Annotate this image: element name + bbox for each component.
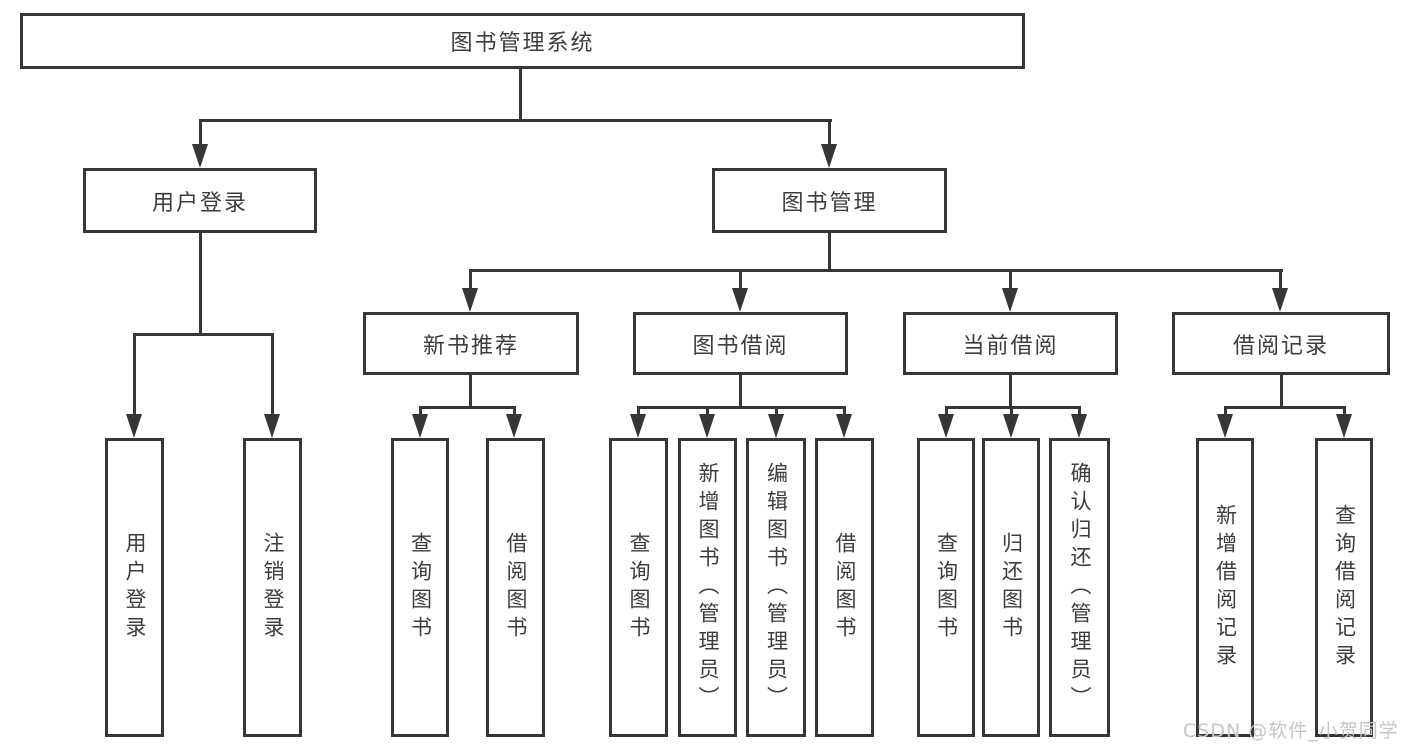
leaf-label: 借阅图书	[833, 531, 857, 644]
arrow-down-icon	[1217, 414, 1233, 438]
node-book-management: 图书管理	[712, 168, 947, 233]
leaf-borrow-books: 借阅图书	[815, 438, 874, 737]
connector-line	[1279, 269, 1282, 291]
connector-line	[469, 372, 472, 408]
leaf-label: 查询借阅记录	[1332, 503, 1357, 672]
connector-line	[828, 119, 831, 149]
leaf-label: 新增图书（管理员）	[696, 461, 720, 714]
node-current-borrowing: 当前借阅	[903, 312, 1118, 375]
connector-line	[1224, 406, 1227, 418]
arrow-down-icon	[699, 414, 715, 438]
connector-line	[637, 406, 640, 418]
leaf-label: 注销登录	[261, 531, 285, 644]
leaf-add-book-admin: 新增图书（管理员）	[678, 438, 737, 737]
leaf-label: 新增借阅记录	[1213, 503, 1238, 672]
node-label: 用户登录	[151, 190, 248, 216]
leaf-label: 借阅图书	[504, 531, 528, 644]
node-borrowing-records: 借阅记录	[1172, 312, 1390, 375]
connector-line	[1078, 406, 1081, 418]
leaf-label: 用户登录	[123, 531, 147, 644]
connector-line	[133, 333, 136, 415]
arrow-down-icon	[264, 414, 280, 438]
leaf-query-books-current: 查询图书	[917, 438, 975, 737]
arrow-down-icon	[768, 414, 784, 438]
connector-line	[1280, 372, 1283, 408]
leaf-logout: 注销登录	[243, 438, 302, 737]
node-library-management-system: 图书管理系统	[20, 13, 1025, 69]
watermark: CSDN @软件_小贺同学	[1183, 720, 1399, 742]
connector-line	[513, 406, 516, 418]
leaf-label: 编辑图书（管理员）	[764, 461, 789, 714]
arrow-down-icon	[126, 414, 142, 438]
arrow-down-icon	[506, 414, 522, 438]
node-label: 借阅记录	[1232, 333, 1329, 359]
connector-line	[945, 406, 948, 418]
leaf-confirm-return-admin: 确认归还（管理员）	[1049, 438, 1110, 737]
node-label: 图书管理	[781, 190, 878, 216]
connector-line	[1224, 406, 1345, 409]
arrow-down-icon	[462, 288, 478, 312]
leaf-add-borrow-record: 新增借阅记录	[1196, 438, 1254, 737]
connector-line	[739, 372, 742, 408]
connector-line	[1343, 406, 1346, 418]
arrow-down-icon	[1002, 288, 1018, 312]
leaf-label: 查询图书	[627, 531, 651, 644]
connector-line	[271, 333, 274, 415]
connector-line	[199, 119, 832, 122]
arrow-down-icon	[630, 414, 646, 438]
leaf-label: 查询图书	[408, 531, 433, 644]
arrow-down-icon	[1272, 288, 1288, 312]
connector-line	[133, 333, 274, 336]
connector-line	[199, 231, 202, 336]
connector-line	[1009, 269, 1012, 291]
connector-line	[419, 406, 422, 418]
connector-line	[469, 269, 1283, 272]
connector-line	[1009, 372, 1012, 408]
leaf-query-books-recommend: 查询图书	[391, 438, 449, 737]
arrow-down-icon	[412, 414, 428, 438]
node-label: 新书推荐	[422, 333, 519, 359]
leaf-label: 归还图书	[999, 531, 1024, 644]
leaf-label: 确认归还（管理员）	[1068, 461, 1092, 714]
node-new-book-recommendation: 新书推荐	[363, 312, 579, 375]
arrow-down-icon	[938, 414, 954, 438]
arrow-down-icon	[732, 288, 748, 312]
connector-line	[843, 406, 846, 418]
node-label: 图书管理系统	[450, 31, 595, 56]
connector-line	[775, 406, 778, 418]
leaf-return-books: 归还图书	[982, 438, 1040, 737]
connector-line	[199, 119, 202, 149]
node-user-login: 用户登录	[83, 168, 317, 233]
leaf-user-login: 用户登录	[105, 438, 164, 737]
leaf-borrow-books-recommend: 借阅图书	[486, 438, 545, 737]
connector-line	[519, 66, 522, 121]
arrow-down-icon	[1336, 414, 1352, 438]
leaf-query-borrow-record: 查询借阅记录	[1315, 438, 1373, 737]
node-label: 图书借阅	[692, 333, 789, 359]
connector-line	[637, 406, 846, 409]
leaf-edit-book-admin: 编辑图书（管理员）	[746, 438, 806, 737]
arrow-down-icon	[836, 414, 852, 438]
arrow-down-icon	[1071, 414, 1087, 438]
connector-line	[419, 406, 516, 409]
connector-line	[739, 269, 742, 291]
leaf-label: 查询图书	[934, 531, 959, 644]
leaf-query-books-borrow: 查询图书	[609, 438, 668, 737]
node-book-borrowing: 图书借阅	[633, 312, 848, 375]
arrow-down-icon	[821, 144, 837, 168]
arrow-down-icon	[1003, 414, 1019, 438]
node-label: 当前借阅	[962, 333, 1059, 359]
connector-line	[469, 269, 472, 291]
connector-line	[706, 406, 709, 418]
connector-line	[1010, 406, 1013, 418]
arrow-down-icon	[192, 144, 208, 168]
connector-line	[828, 231, 831, 272]
